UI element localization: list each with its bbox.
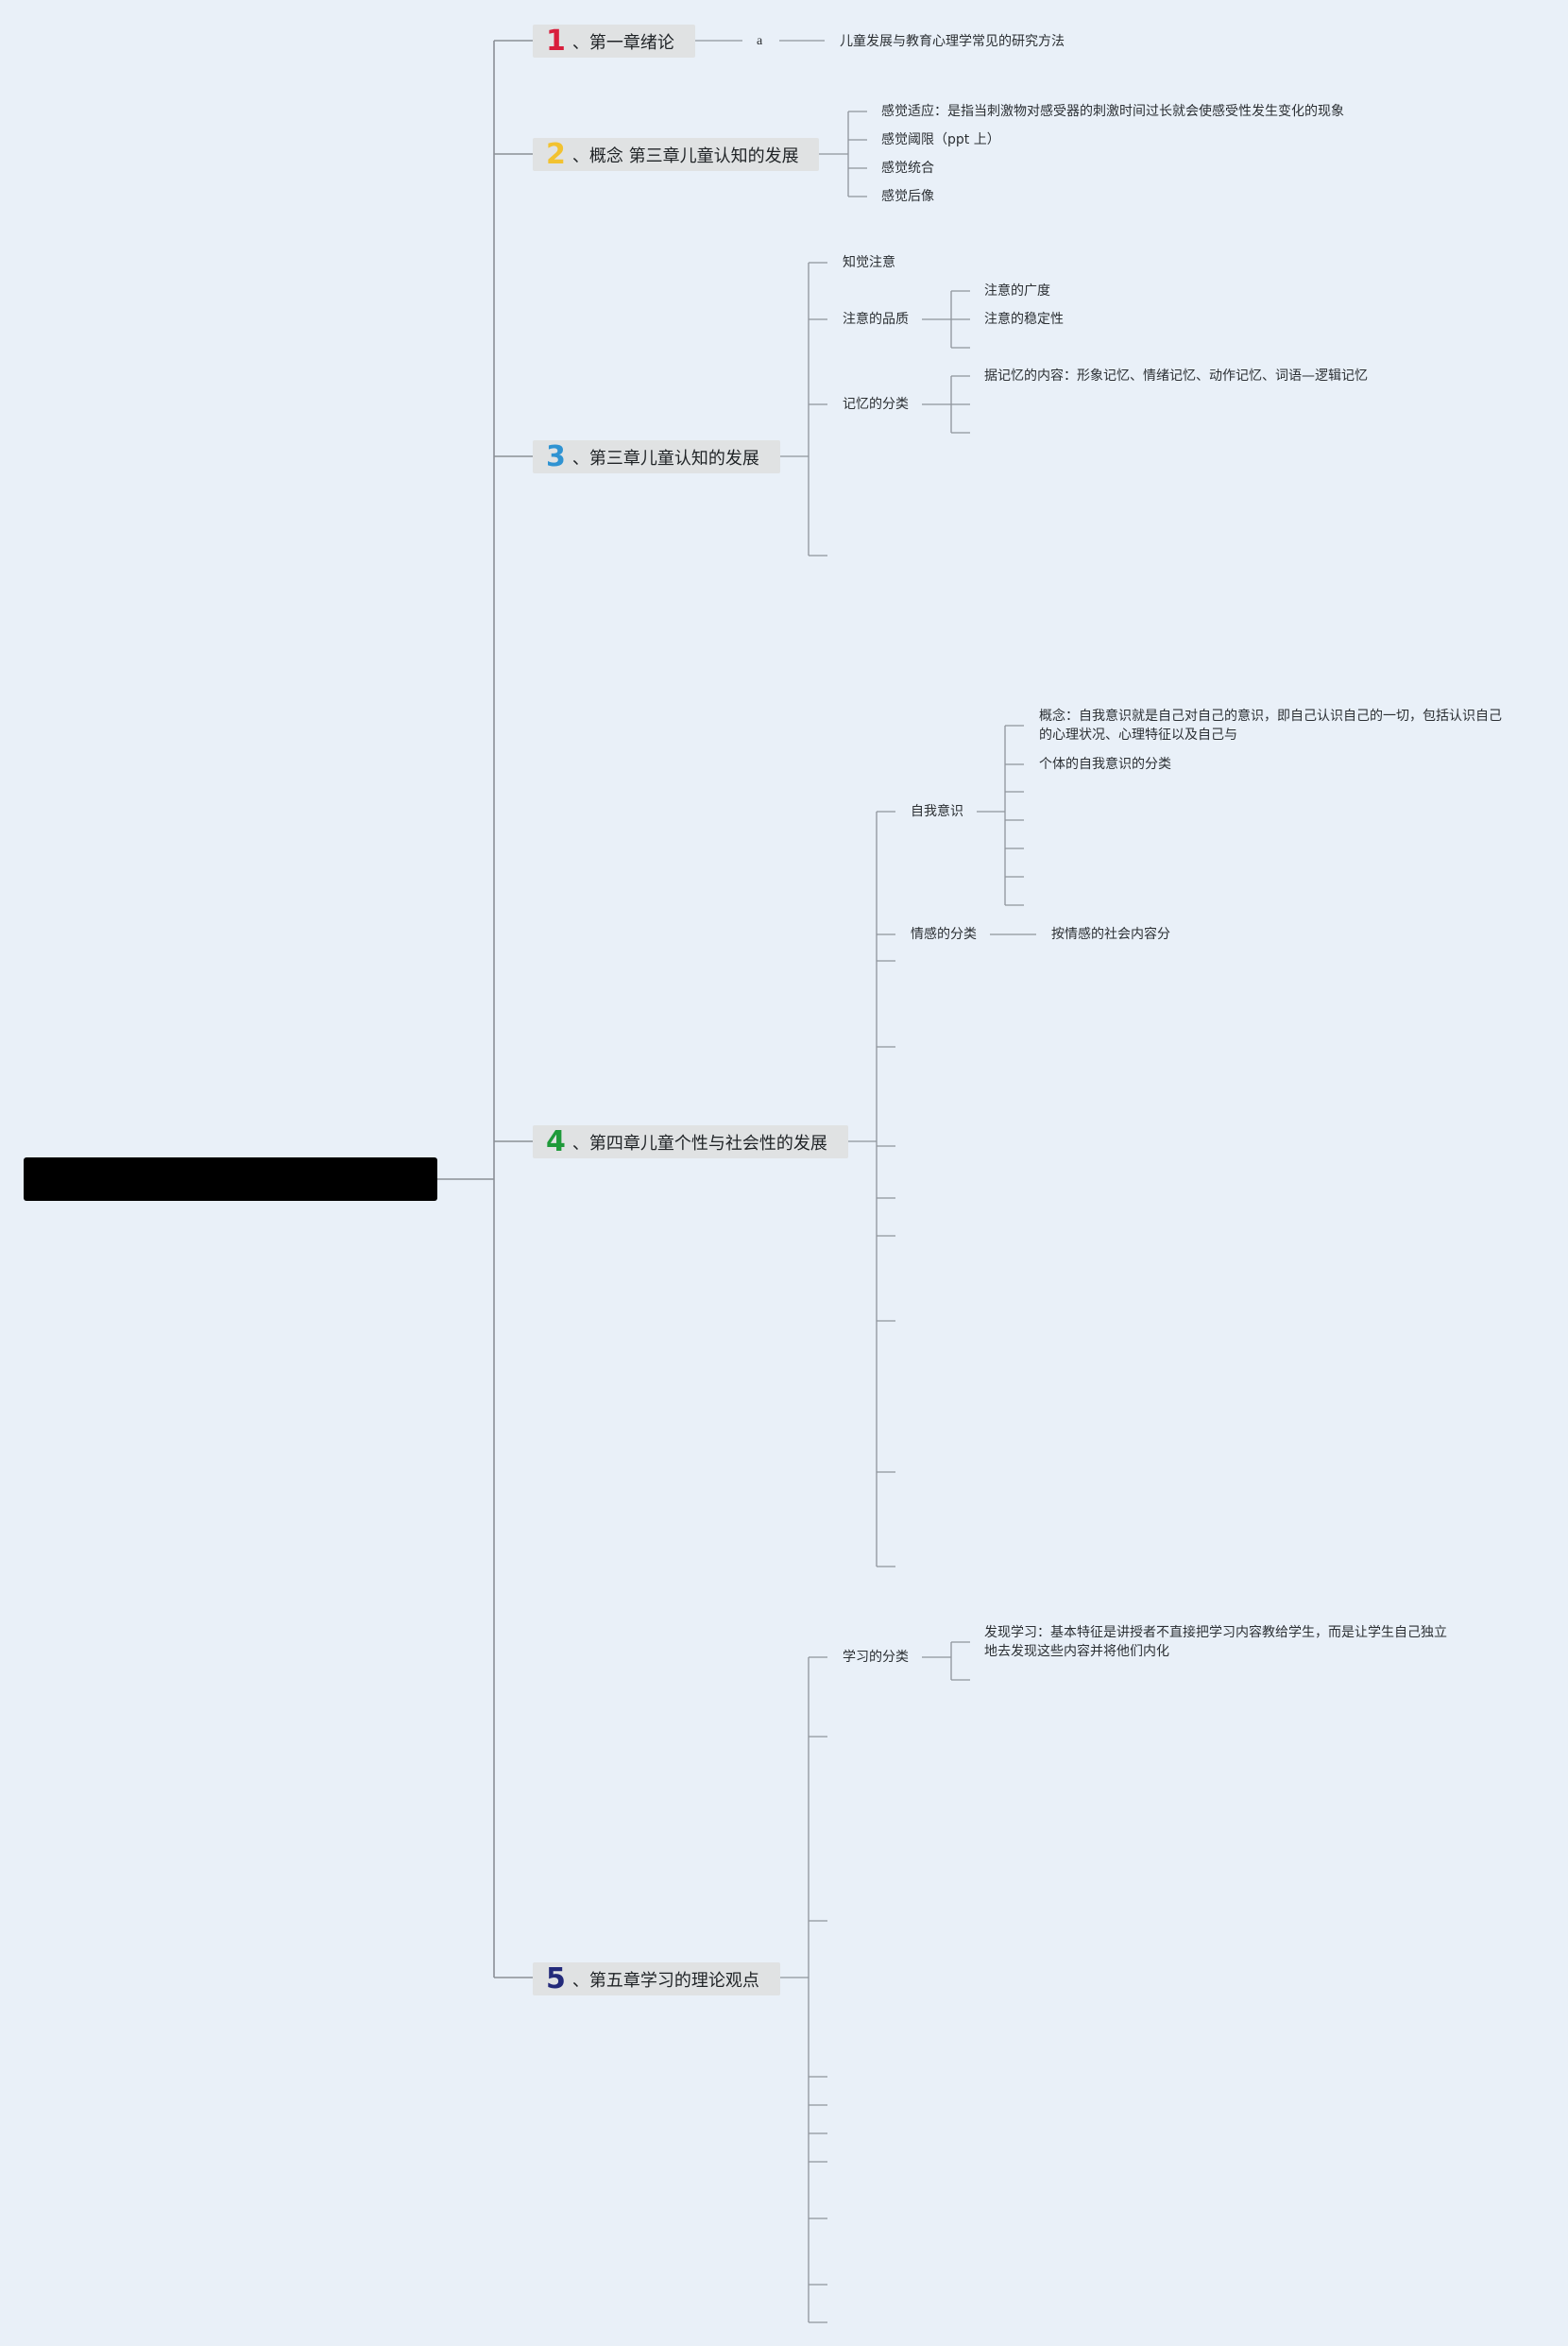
ch5-learning-classification[interactable]: 学习的分类 [843, 1650, 909, 1665]
chapter-2-node[interactable]: 2 、概念 第三章儿童认知的发展 [533, 138, 819, 171]
chapter-1-label: 、第一章绪论 [571, 32, 674, 53]
ch4-self-awareness[interactable]: 自我意识 [911, 804, 963, 819]
ch4-self-awareness-classification[interactable]: 个体的自我意识的分类 [1039, 757, 1171, 772]
ch3-attention-breadth[interactable]: 注意的广度 [984, 283, 1050, 299]
chapter-2-label: 、概念 第三章儿童认知的发展 [571, 146, 799, 166]
chapter-3-label: 、第三章儿童认知的发展 [571, 448, 759, 469]
ch3-attention-stability[interactable]: 注意的稳定性 [984, 312, 1064, 327]
ch2-sensory-threshold[interactable]: 感觉阈限（ppt 上） [881, 132, 1000, 147]
ch3-memory-classification[interactable]: 记忆的分类 [843, 397, 909, 412]
ch2-sensory-integration[interactable]: 感觉统合 [881, 161, 934, 176]
chapter-3-number: 3 [546, 440, 566, 473]
ch2-sensory-adaptation[interactable]: 感觉适应：是指当刺激物对感受器的刺激时间过长就会使感受性发生变化的现象 [881, 104, 1344, 119]
chapter-5-number: 5 [546, 1962, 566, 1995]
ch4-emotion-classification[interactable]: 情感的分类 [911, 927, 977, 942]
chapter-5-label: 、第五章学习的理论观点 [571, 1970, 759, 1991]
ch4-emotion-social-content[interactable]: 按情感的社会内容分 [1051, 927, 1170, 942]
chapter-5-node[interactable]: 5 、第五章学习的理论观点 [533, 1962, 780, 1995]
ch3-attention-quality[interactable]: 注意的品质 [843, 312, 909, 327]
ch2-sensory-afterimage[interactable]: 感觉后像 [881, 189, 934, 204]
chapter-1-node[interactable]: 1 、第一章绪论 [533, 25, 695, 58]
chapter-2-number: 2 [546, 138, 566, 171]
ch3-memory-content[interactable]: 据记忆的内容：形象记忆、情绪记忆、动作记忆、词语—逻辑记忆 [984, 368, 1368, 384]
chapter-4-node[interactable]: 4 、第四章儿童个性与社会性的发展 [533, 1125, 848, 1158]
chapter-1-number: 1 [546, 25, 566, 58]
ch1-node-a[interactable]: a [757, 34, 763, 48]
root-node-redacted[interactable] [24, 1157, 437, 1201]
ch4-self-awareness-concept[interactable]: 概念：自我意识就是自己对自己的意识，即自己认识自己的一切，包括认识自己的心理状况… [1039, 709, 1502, 743]
ch5-discovery-learning[interactable]: 发现学习：基本特征是讲授者不直接把学习内容教给学生，而是让学生自己独立地去发现这… [984, 1625, 1447, 1659]
chapter-3-node[interactable]: 3 、第三章儿童认知的发展 [533, 440, 780, 473]
chapter-4-number: 4 [546, 1125, 566, 1158]
ch1-research-methods[interactable]: 儿童发展与教育心理学常见的研究方法 [840, 34, 1065, 49]
ch3-perception-attention[interactable]: 知觉注意 [843, 255, 895, 270]
chapter-4-label: 、第四章儿童个性与社会性的发展 [571, 1133, 827, 1154]
